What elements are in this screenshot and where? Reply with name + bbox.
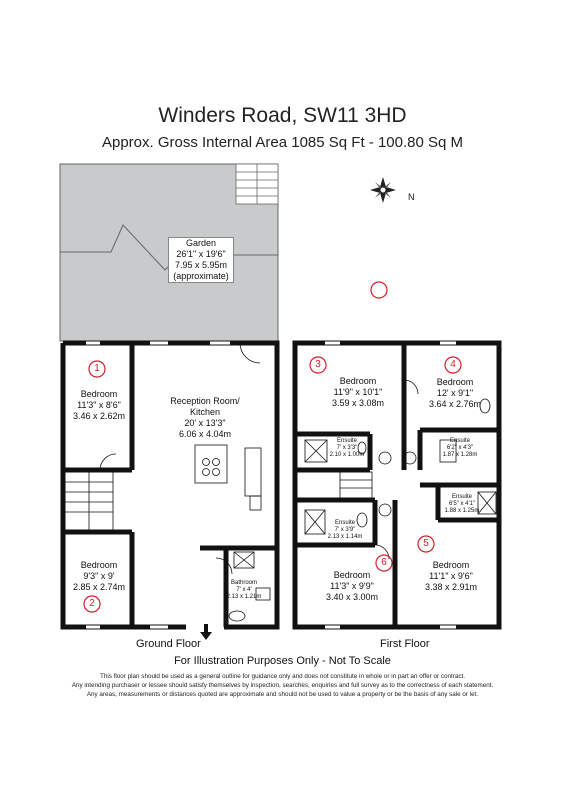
room-number-4: 4 xyxy=(450,359,456,370)
room-label-bathroom: Bathroom 7' x 4' 2.13 x 1.21m xyxy=(224,580,264,601)
room-label-ensuite-4: Ensuite 6'2" x 4'3" 1.87 x 1.28m xyxy=(440,438,480,459)
room-dim-imperial: 6'5" x 4'1" xyxy=(448,501,476,507)
room-dim-imperial: 20' x 13'3" xyxy=(184,418,226,428)
disclaimer-line-2: Any intending purchaser or lessee should… xyxy=(71,682,494,689)
room-marker-4 xyxy=(444,356,462,374)
compass-rose-icon xyxy=(370,177,396,203)
garden-dim-imperial: 26'1" x 19'6" xyxy=(176,249,226,259)
room-name: Bedroom xyxy=(432,560,470,570)
room-name-line-2: Kitchen xyxy=(189,407,221,417)
first-floor-plan xyxy=(292,340,502,630)
room-marker-5 xyxy=(417,535,435,553)
room-number-6: 6 xyxy=(381,557,387,568)
room-dim-metric: 3.38 x 2.91m xyxy=(424,582,478,592)
room-label-bedroom-1: Bedroom 11'3" x 8'6" 3.46 x 2.62m xyxy=(66,389,132,422)
room-dim-imperial: 11'1" x 9'6" xyxy=(429,571,473,581)
page-title: Winders Road, SW11 3HD xyxy=(158,104,407,127)
room-dim-imperial: 11'3" x 8'6" xyxy=(77,400,121,410)
room-dim-imperial: 11'9" x 10'1" xyxy=(333,387,383,397)
disclaimer-line-3: Any areas, measurements or distances quo… xyxy=(86,691,479,698)
marker-circle xyxy=(370,281,388,299)
garden-steps xyxy=(235,163,279,205)
room-number-1: 1 xyxy=(94,363,100,374)
illustration-note: For Illustration Purposes Only - Not To … xyxy=(174,655,391,667)
room-dim-metric: 2.10 x 1.00m xyxy=(329,452,365,458)
room-label-ensuite-5: Ensuite 6'5" x 4'1" 1.88 x 1.25m xyxy=(442,494,482,515)
room-name: Ensuite xyxy=(334,520,355,526)
room-dim-metric: 3.40 x 3.00m xyxy=(325,592,379,602)
room-label-bedroom-4: Bedroom 12' x 9'1" 3.64 x 2.76m xyxy=(420,377,490,410)
room-name: Bedroom xyxy=(333,570,371,580)
room-dim-imperial: 11'3" x 9'9" xyxy=(330,581,374,591)
room-dim-metric: 2.13 x 1.14m xyxy=(327,534,363,540)
room-name: Bathroom xyxy=(230,580,257,586)
first-floor-label: First Floor xyxy=(380,638,430,650)
room-label-bedroom-2: Bedroom 9'3" x 9' 2.85 x 2.74m xyxy=(66,560,132,593)
area-subtitle: Approx. Gross Internal Area 1085 Sq Ft -… xyxy=(101,134,464,151)
room-dim-imperial: 7' x 4' xyxy=(236,587,252,593)
room-marker-3 xyxy=(309,356,327,374)
room-dim-metric: 3.64 x 2.76m xyxy=(428,399,482,409)
ground-floor-label: Ground Floor xyxy=(136,638,201,650)
room-dim-metric: 2.85 x 2.74m xyxy=(72,582,126,592)
room-label-bedroom-6: Bedroom 11'3" x 9'9" 3.40 x 3.00m xyxy=(312,570,392,603)
room-dim-metric: 1.87 x 1.28m xyxy=(442,452,478,458)
room-dim-metric: 3.59 x 3.08m xyxy=(331,398,385,408)
room-name: Bedroom xyxy=(436,377,474,387)
room-name: Bedroom xyxy=(339,376,377,386)
room-marker-2 xyxy=(83,595,101,613)
room-dim-metric: 6.06 x 4.04m xyxy=(178,429,232,439)
disclaimer-line-1: This floor plan should be used as a gene… xyxy=(100,673,465,680)
ground-floor-plan xyxy=(60,340,280,640)
garden-note: (approximate) xyxy=(173,271,229,281)
garden-name: Garden xyxy=(185,238,217,248)
room-dim-metric: 3.46 x 2.62m xyxy=(72,411,126,421)
room-marker-1 xyxy=(88,360,106,378)
room-label-reception-kitchen: Reception Room/ Kitchen 20' x 13'3" 6.06… xyxy=(160,396,250,440)
garden-label: Garden 26'1" x 19'6" 7.95 x 5.95m (appro… xyxy=(168,237,234,283)
garden-dim-metric: 7.95 x 5.95m xyxy=(174,260,228,270)
room-dim-imperial: 6'2" x 4'3" xyxy=(446,445,474,451)
room-marker-6 xyxy=(375,554,393,572)
room-name: Bedroom xyxy=(80,560,118,570)
room-name: Ensuite xyxy=(451,494,472,500)
room-dim-imperial: 7' x 3'3" xyxy=(336,445,358,451)
room-name: Ensuite xyxy=(336,438,357,444)
room-number-5: 5 xyxy=(423,538,429,549)
room-name: Bedroom xyxy=(80,389,118,399)
room-label-ensuite-3: Ensuite 7' x 3'3" 2.10 x 1.00m xyxy=(327,438,367,459)
room-label-ensuite-6: Ensuite 7' x 3'9" 2.13 x 1.14m xyxy=(325,520,365,541)
room-dim-metric: 2.13 x 1.21m xyxy=(226,594,262,600)
room-number-3: 3 xyxy=(315,359,321,370)
room-name: Reception Room/ xyxy=(170,396,240,406)
room-label-bedroom-5: Bedroom 11'1" x 9'6" 3.38 x 2.91m xyxy=(412,560,490,593)
room-dim-imperial: 7' x 3'9" xyxy=(334,527,356,533)
room-number-2: 2 xyxy=(89,598,95,609)
garden-area xyxy=(59,163,279,342)
room-name: Ensuite xyxy=(449,438,470,444)
compass-north-label: N xyxy=(408,192,415,202)
entrance-arrow-icon xyxy=(200,624,212,640)
room-dim-imperial: 9'3" x 9' xyxy=(83,571,115,581)
room-dim-metric: 1.88 x 1.25m xyxy=(444,508,480,514)
room-dim-imperial: 12' x 9'1" xyxy=(436,388,474,398)
room-label-bedroom-3: Bedroom 11'9" x 10'1" 3.59 x 3.08m xyxy=(318,376,398,409)
